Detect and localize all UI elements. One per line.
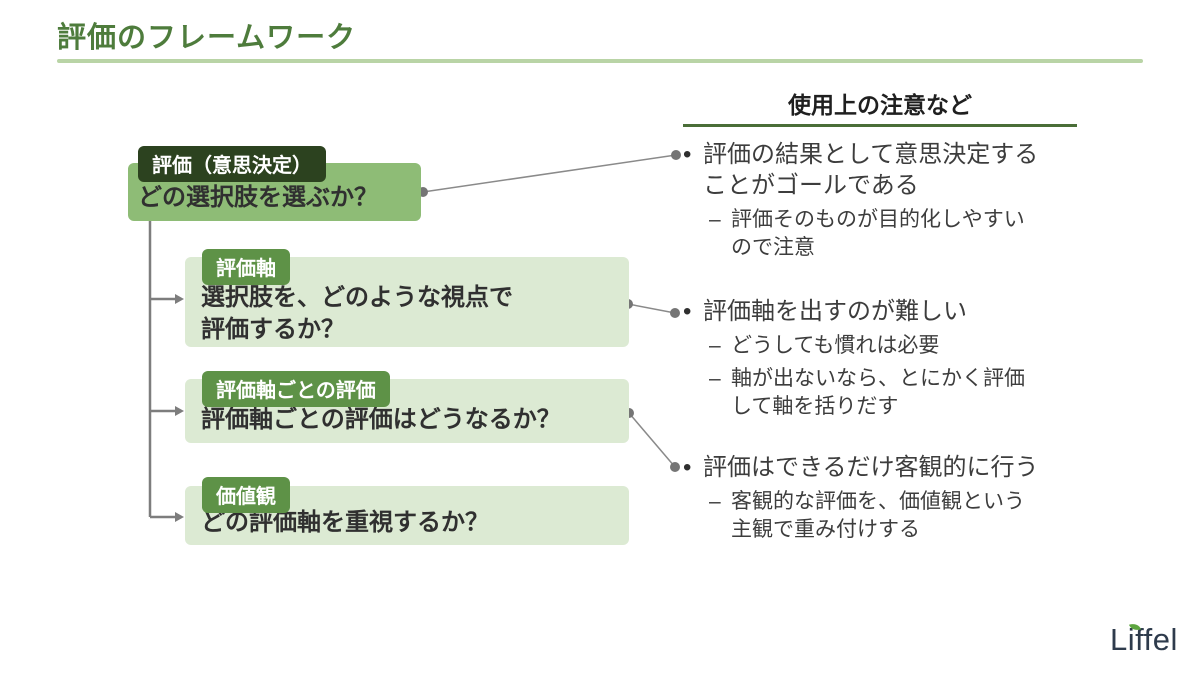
note-sub-line: 軸が出ないなら、とにかく評価 — [731, 367, 1025, 390]
note-main-line: 評価はできるだけ客観的に行う — [703, 454, 1039, 481]
note-main-line: 評価の結果として意思決定する — [703, 141, 1039, 168]
note-sub: どうしても慣れは必要 — [709, 332, 1123, 360]
note-sub: 客観的な評価を、価値観という 主観で重み付けする — [709, 488, 1123, 544]
node-decision-question: どの選択肢を選ぶか？ — [138, 184, 378, 211]
node-axes-question-line1: 選択肢を、どのような視点で — [201, 284, 513, 311]
note-main-line: 評価軸を出すのが難しい — [703, 298, 967, 325]
note-sub-line: 主観で重み付けする — [731, 518, 920, 541]
node-values-label: 価値観 — [202, 477, 290, 513]
note-sub-line: どうしても慣れは必要 — [731, 334, 940, 357]
note-sub-line: 評価そのものが目的化しやすい — [731, 208, 1025, 231]
node-axes-label: 評価軸 — [202, 249, 290, 285]
note-main: 評価はできるだけ客観的に行う — [683, 452, 1123, 483]
note-sub-line: 客観的な評価を、価値観という — [731, 490, 1025, 513]
tree-arrowheads — [175, 294, 184, 522]
node-evaluation-question: 評価軸ごとの評価はどうなるか？ — [201, 406, 561, 433]
node-values-question: どの評価軸を重視するか？ — [201, 509, 489, 536]
notes-header-underline — [683, 124, 1077, 127]
note-sub: 評価そのものが目的化しやすい ので注意 — [709, 206, 1123, 262]
note-main: 評価の結果として意思決定する ことがゴールである — [683, 139, 1123, 201]
note-main-line: ことがゴールである — [703, 172, 919, 199]
note-sub: 軸が出ないなら、とにかく評価 して軸を括りだす — [709, 365, 1123, 421]
title-underline — [57, 59, 1143, 63]
slide-title: 評価のフレームワーク — [57, 22, 357, 54]
note-group-objectivity: 評価はできるだけ客観的に行う 客観的な評価を、価値観という 主観で重み付けする — [683, 452, 1123, 544]
note-main: 評価軸を出すのが難しい — [683, 296, 1123, 327]
brand-logo: Liffel — [1110, 621, 1178, 658]
node-evaluation: 評価軸ごとの評価はどうなるか？ — [185, 379, 629, 443]
note-sub-line: ので注意 — [731, 236, 815, 259]
brand-logo-text: Liffel — [1110, 622, 1178, 657]
node-axes-question-line2: 評価するか？ — [201, 316, 345, 343]
notes-header: 使用上の注意など — [788, 92, 972, 118]
node-decision-label: 評価（意思決定） — [138, 146, 326, 182]
node-evaluation-label: 評価軸ごとの評価 — [202, 371, 390, 407]
tree-connector — [148, 221, 175, 519]
note-sub-line: して軸を括りだす — [731, 395, 899, 418]
note-group-decision: 評価の結果として意思決定する ことがゴールである 評価そのものが目的化しやすい … — [683, 139, 1123, 262]
note-group-axes: 評価軸を出すのが難しい どうしても慣れは必要 軸が出ないなら、とにかく評価 して… — [683, 296, 1123, 421]
